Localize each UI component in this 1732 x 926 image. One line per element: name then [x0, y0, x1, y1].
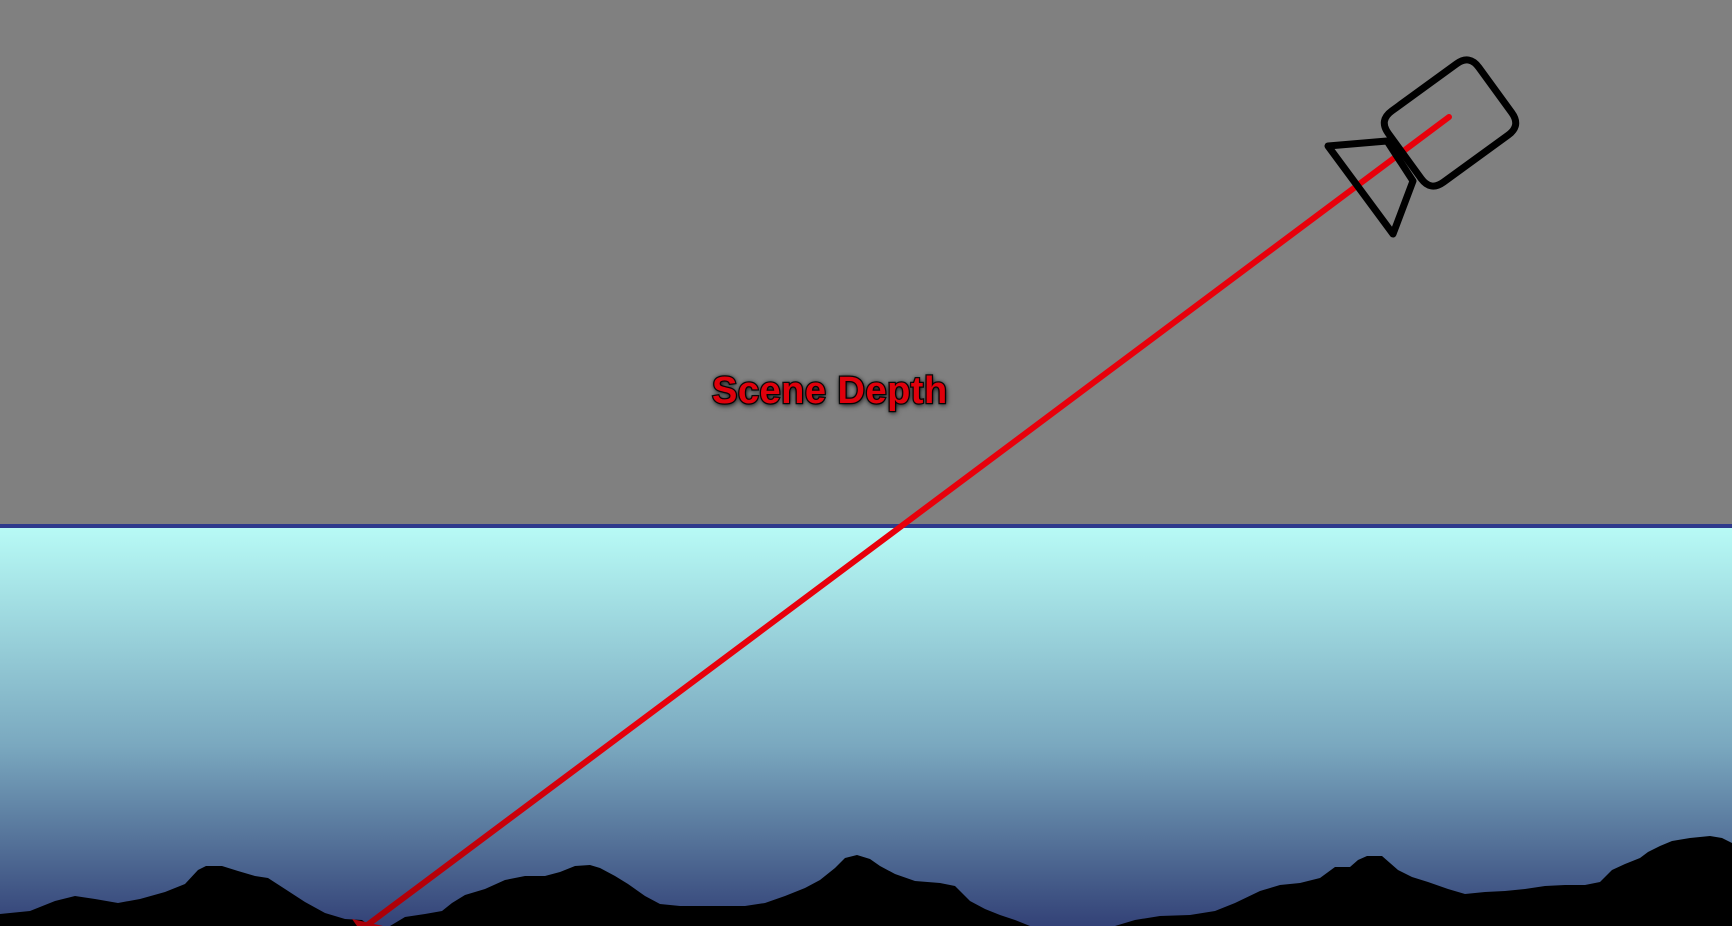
camera-icon — [1324, 56, 1520, 238]
camera-body — [1380, 56, 1520, 190]
depth-ray — [363, 114, 1452, 926]
ray-arrowhead — [352, 919, 383, 926]
camera-lens-outline — [1324, 137, 1417, 238]
seabed-terrain — [0, 836, 1732, 926]
scene-depth-label: Scene Depth — [711, 369, 949, 414]
sky — [0, 0, 1732, 526]
